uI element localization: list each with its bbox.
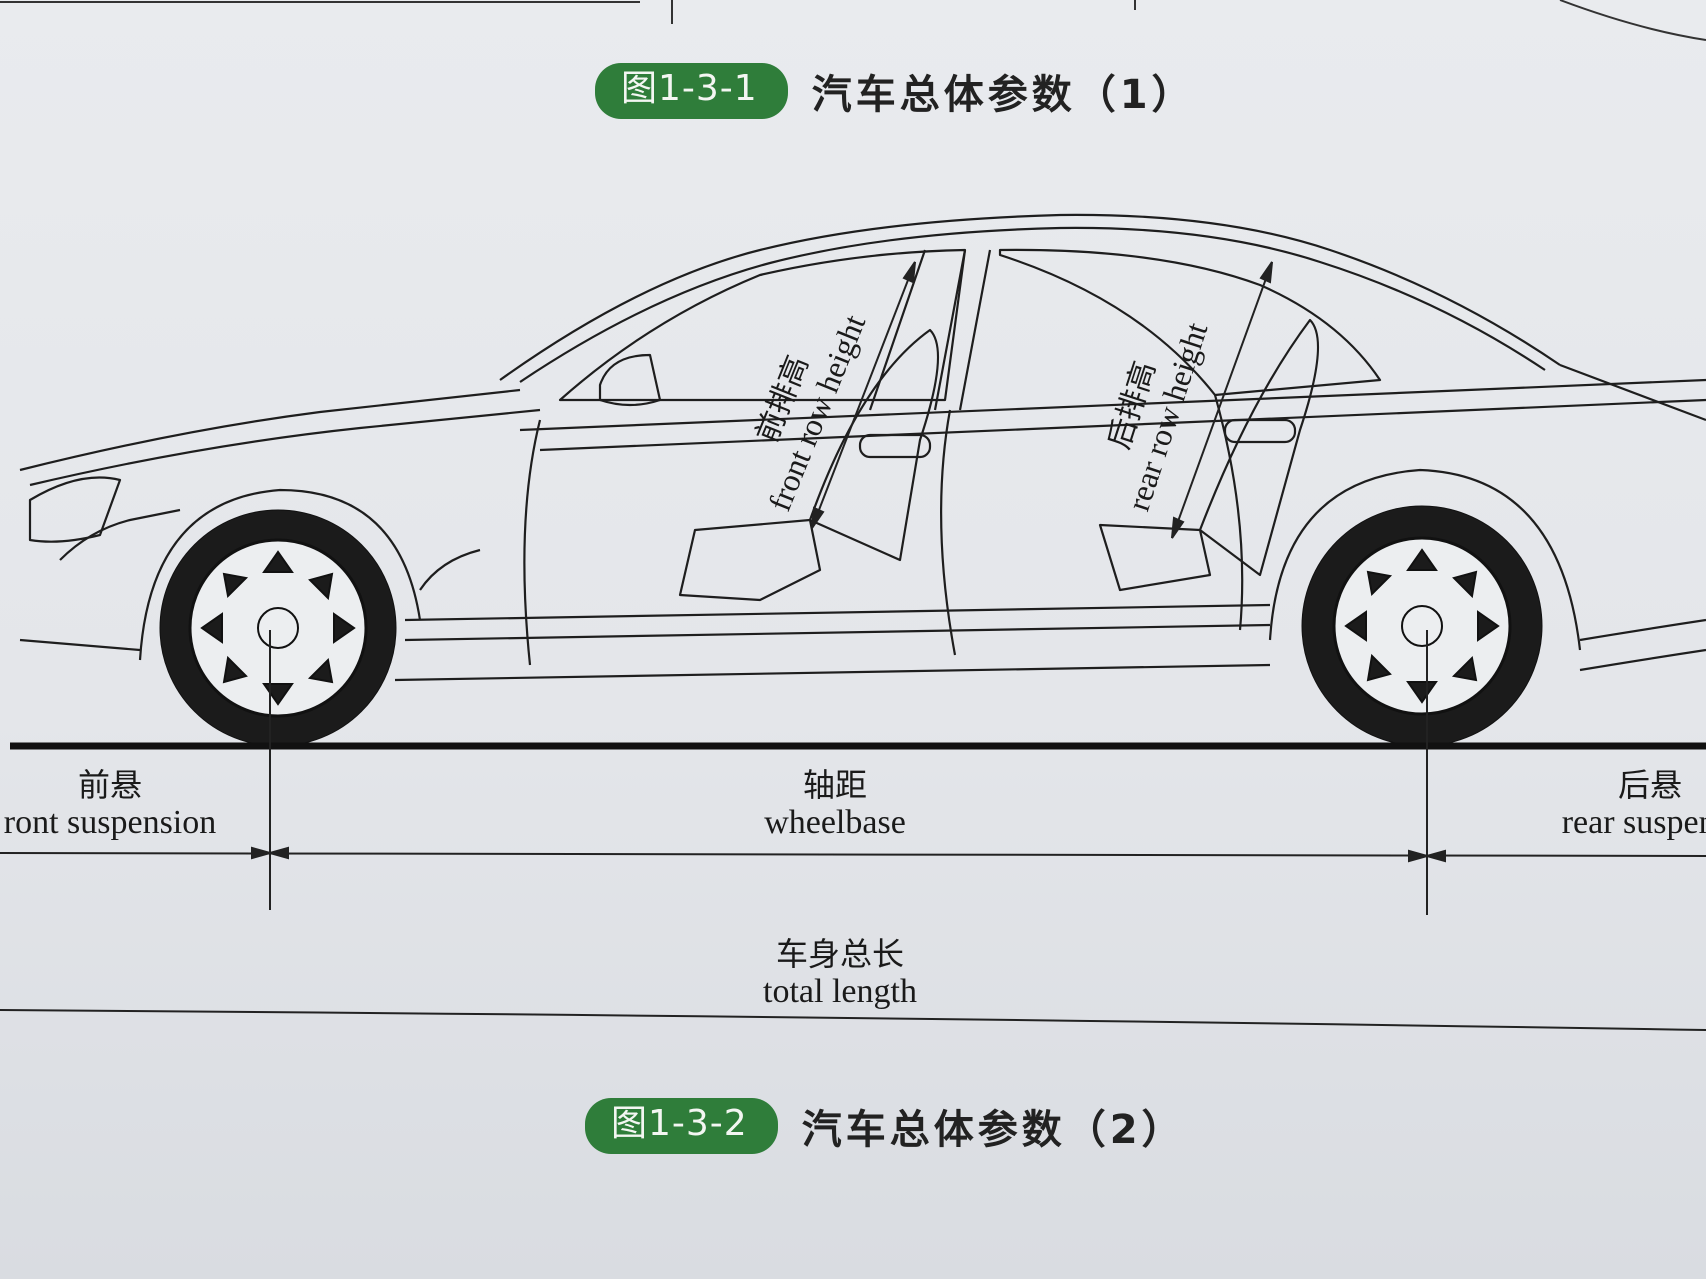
figure-title: 汽车总体参数（2） xyxy=(801,1107,1186,1153)
rear-suspension-label: 后悬 rear suspensi xyxy=(1520,766,1706,842)
figure-number-badge: 图1-3-2 xyxy=(585,1098,778,1154)
wheelbase-label: 轴距 wheelbase xyxy=(730,766,940,842)
figure-number-badge: 图1-3-1 xyxy=(595,63,788,119)
total-length-line xyxy=(0,1009,1706,1031)
figure-caption-2: 图1-3-2 汽车总体参数（2） xyxy=(585,1097,1186,1155)
front-suspension-zh: 前悬 xyxy=(77,766,142,804)
rear-wheel xyxy=(1301,505,1543,747)
wheelbase-zh: 轴距 xyxy=(802,766,867,804)
rear-row-height-arrow xyxy=(1171,261,1273,539)
car-body xyxy=(19,213,1706,682)
rear-suspension-zh: 后悬 xyxy=(1617,766,1682,804)
total-length-en: total length xyxy=(763,973,917,1010)
rear-suspension-en: rear suspensi xyxy=(1561,804,1706,841)
front-wheel xyxy=(159,509,397,747)
front-suspension-label: 前悬 ront suspension xyxy=(0,766,240,842)
total-length-zh: 车身总长 xyxy=(775,935,904,973)
front-suspension-en: ront suspension xyxy=(3,804,217,841)
figure-caption-1: 图1-3-1 汽车总体参数（1） xyxy=(595,62,1196,120)
figure-title: 汽车总体参数（1） xyxy=(811,72,1196,118)
wheelbase-en: wheelbase xyxy=(764,804,906,841)
front-row-height-arrow xyxy=(811,261,916,529)
dimension-line xyxy=(0,846,1706,863)
total-length-label: 车身总长 total length xyxy=(700,935,980,1011)
